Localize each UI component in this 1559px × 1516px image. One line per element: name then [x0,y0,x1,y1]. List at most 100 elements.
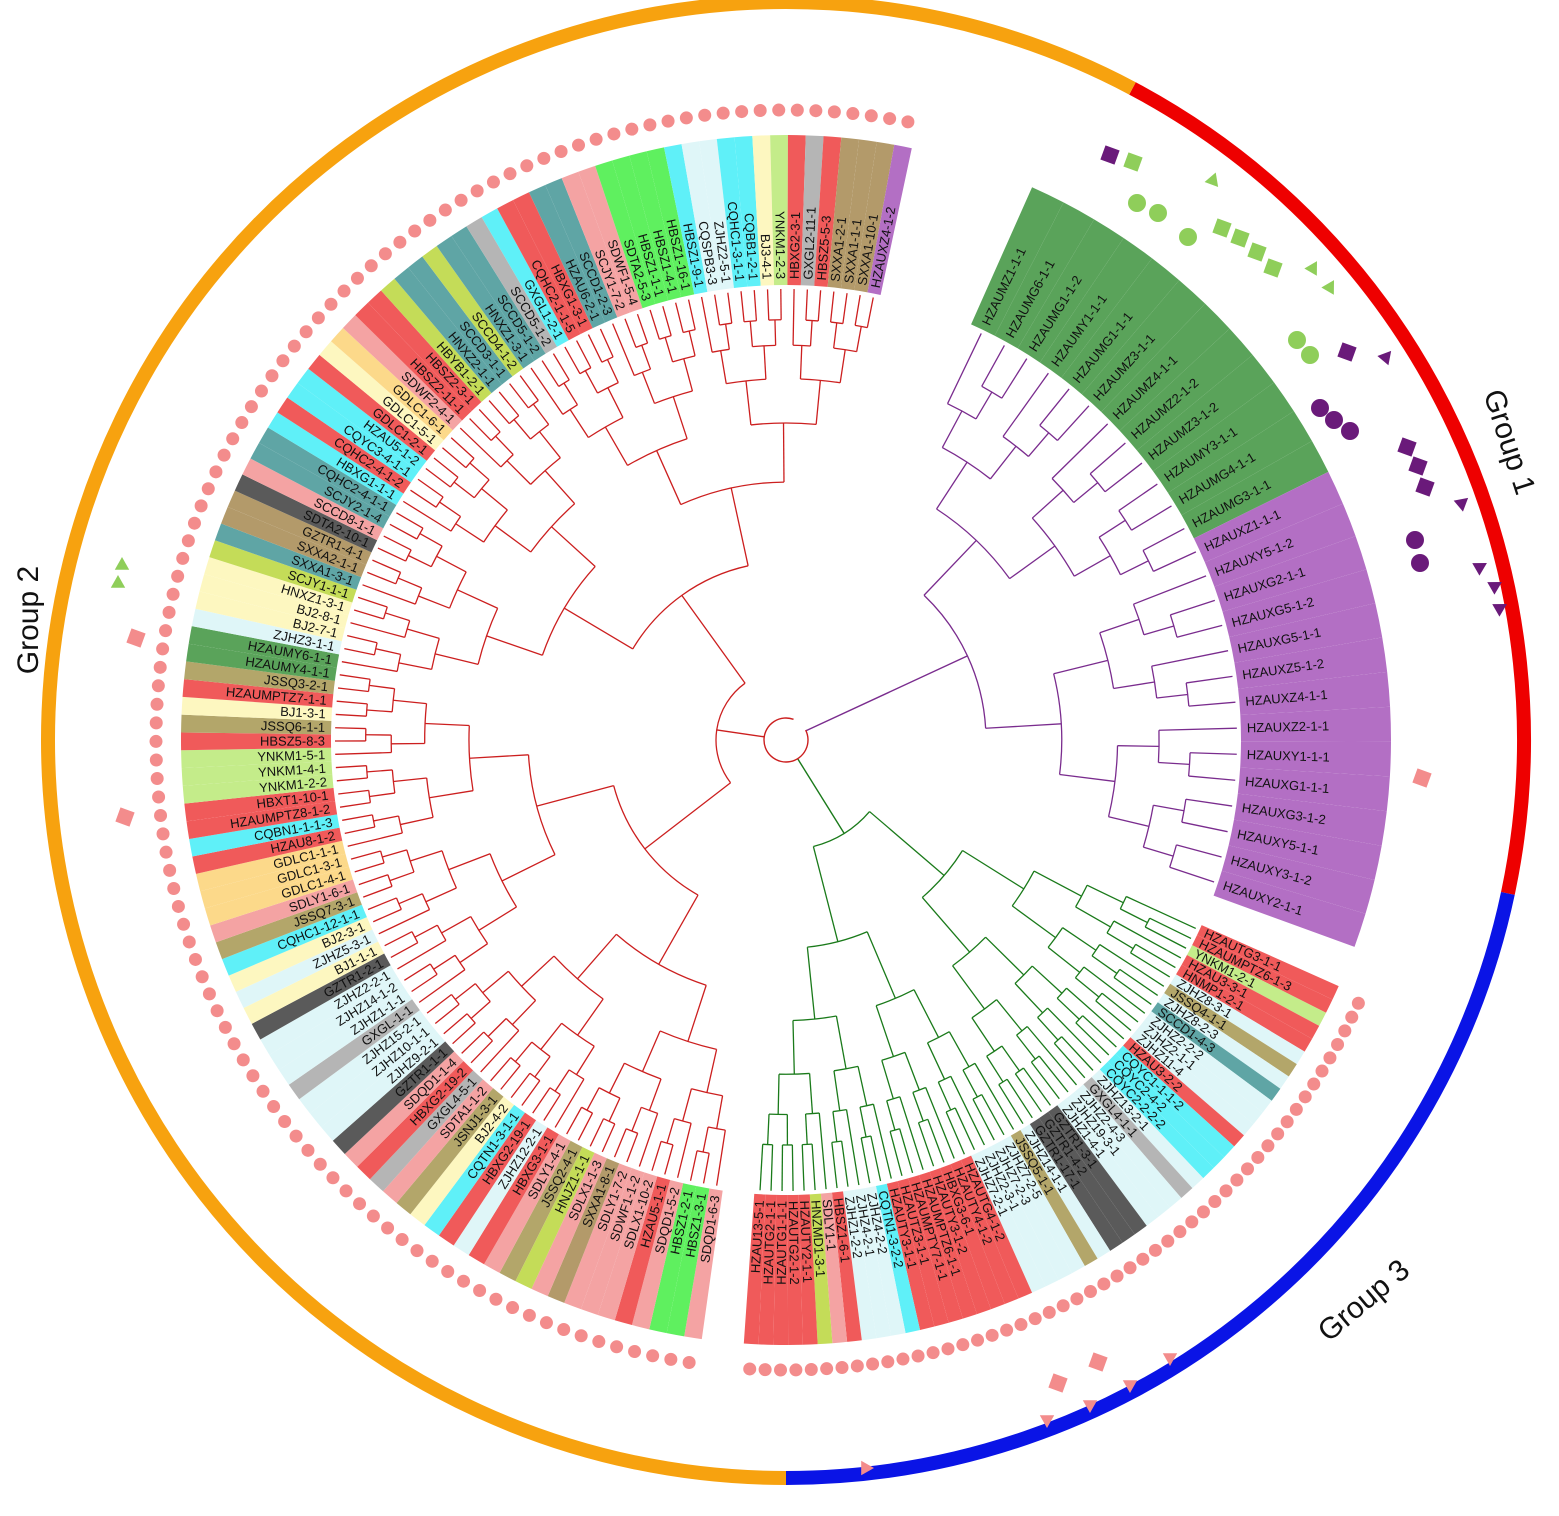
branch-segment [521,1080,541,1106]
leaf-band [422,246,524,377]
leaf-label: HZAUXG1-1-1 [1244,774,1330,796]
leaf-band [243,941,385,1024]
group-3-title: Group 3 [1312,1253,1416,1348]
leaf-dot [1331,1037,1345,1051]
square-marker [1408,456,1428,476]
branch-segment [577,1112,594,1141]
leaf-band [666,1186,710,1337]
leaf-dot [441,1264,455,1278]
leaf-band [1197,925,1339,1000]
branch-segment [389,523,418,540]
leaf-dot [226,432,240,446]
leaf-band [1234,637,1388,689]
leaf-band [251,953,391,1040]
leaf-dot [381,1221,395,1235]
leaf-band [181,732,332,751]
branch-arc [1113,969,1121,978]
branch-arc [659,335,672,340]
triangle-marker [861,1460,874,1476]
branch-segment [488,400,510,425]
branch-segment [845,1109,860,1186]
leaf-dot [267,1100,281,1114]
branch-segment [366,769,393,773]
leaf-dot [278,1114,292,1128]
leaf-dot [366,1209,380,1223]
leaf-dot [410,1244,424,1258]
triangle-marker [1472,563,1487,576]
leaf-band [528,184,605,329]
leaf-label: YNKM1-2-2 [259,774,328,795]
branch-segment [339,674,371,680]
leaf-dot [194,499,208,513]
branch-arc [530,457,561,485]
branch-arc [373,642,378,655]
branch-segment [433,954,456,970]
leaf-band [1240,741,1391,777]
branch-segment [534,1056,551,1078]
branch-segment [831,1142,838,1189]
leaf-dot [210,1004,224,1018]
leaf-dot [846,107,860,121]
leaf-dot [1241,1162,1255,1176]
leaf-band [188,626,340,668]
branch-arc [603,1118,616,1125]
root-branch [805,655,968,732]
branch-arc [527,754,556,855]
leaf-band [468,1127,559,1265]
leaf-band [1091,1069,1204,1189]
branch-segment [344,647,375,656]
leaf-band [234,474,378,553]
branch-segment [815,380,822,425]
leaf-band [396,1088,504,1215]
leaf-band [186,643,337,681]
branch-segment [1037,1017,1059,1041]
branch-arc [382,606,388,620]
branch-segment [682,1088,693,1122]
leaf-band [787,1194,803,1345]
leaf-band [200,853,349,909]
branch-segment [382,849,407,858]
branch-segment [636,313,649,344]
branch-segment [406,628,440,640]
leaf-dot [682,1356,696,1370]
branch-segment [971,1017,995,1052]
branch-segment [495,435,514,456]
branch-arc [680,481,784,506]
branch-segment [1158,727,1237,731]
leaf-band [287,382,419,483]
branch-arc [726,378,766,385]
branch-segment [1106,932,1134,950]
branch-segment [540,1022,563,1050]
branch-segment [812,846,839,942]
leaf-dot [520,159,534,173]
leaf-band [269,976,405,1070]
leaf-band [1214,536,1367,612]
branch-segment [459,427,502,468]
root-branch [797,758,845,834]
leaf-dot [159,624,173,638]
branch-segment [419,533,443,547]
branch-segment [461,1031,485,1054]
leaf-band [1029,1118,1123,1251]
branch-segment [664,337,674,363]
leaf-dot [425,1254,439,1268]
branch-segment [1135,943,1176,969]
leaf-band [215,892,362,960]
branch-arc [625,1128,638,1134]
leaf-dot [1123,1261,1137,1275]
leaf-band [228,917,373,992]
leaf-band [716,137,748,288]
branch-segment [414,924,438,938]
branch-segment [801,1144,805,1191]
leaf-band [1048,1105,1147,1235]
leaf-label: SDLY1-1 [820,1199,840,1252]
leaf-dot [162,605,176,619]
leaf-dot [188,952,202,966]
branch-segment [683,358,694,392]
branch-segment [564,346,581,374]
branch-segment [974,1063,1015,1130]
branch-segment [1038,1055,1069,1093]
branch-arc [588,416,624,439]
branch-segment [730,487,749,566]
branch-segment [418,595,450,609]
